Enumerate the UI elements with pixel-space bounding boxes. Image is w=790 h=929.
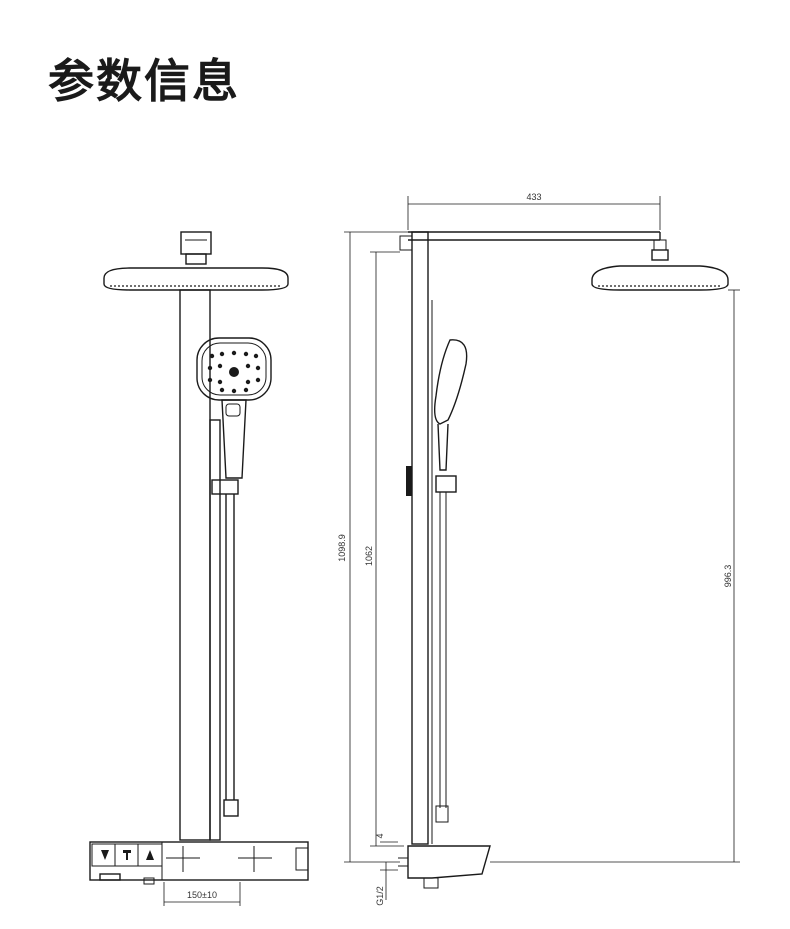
rain-shower-head [103, 267, 289, 291]
dimension-bar-height: 1062 [364, 546, 374, 566]
swivel-joint [185, 253, 207, 265]
rain-head-side [591, 265, 729, 291]
dimension-inlet-spacing: 150±10 [187, 890, 217, 900]
hand-shower-handle [221, 399, 247, 479]
mixer-side [407, 845, 491, 879]
riser-side [411, 231, 429, 845]
main-riser-pipe [179, 289, 211, 841]
mixer-logo [99, 873, 121, 881]
dimension-total-height: 1098.9 [337, 534, 347, 562]
hose-connector [223, 799, 239, 817]
holder-side [435, 475, 457, 493]
dimension-arm-length: 433 [526, 192, 541, 202]
side-view [398, 231, 729, 889]
page-title: 参数信息 [48, 54, 240, 108]
slide-bar [209, 419, 221, 841]
hand-shower-holder [211, 479, 239, 495]
hand-shower-side [433, 339, 468, 425]
dimension-inlet-offset: 4 [375, 833, 385, 838]
dimension-thread: G1/2 [375, 886, 385, 906]
front-view [89, 231, 309, 906]
nozzle-pattern [207, 350, 261, 394]
dimension-lines [344, 196, 740, 900]
ceiling-connector [180, 231, 212, 255]
dimension-head-height: 996.3 [723, 565, 733, 588]
thermostatic-mixer [89, 841, 309, 881]
mixer-button-icons [101, 850, 154, 860]
